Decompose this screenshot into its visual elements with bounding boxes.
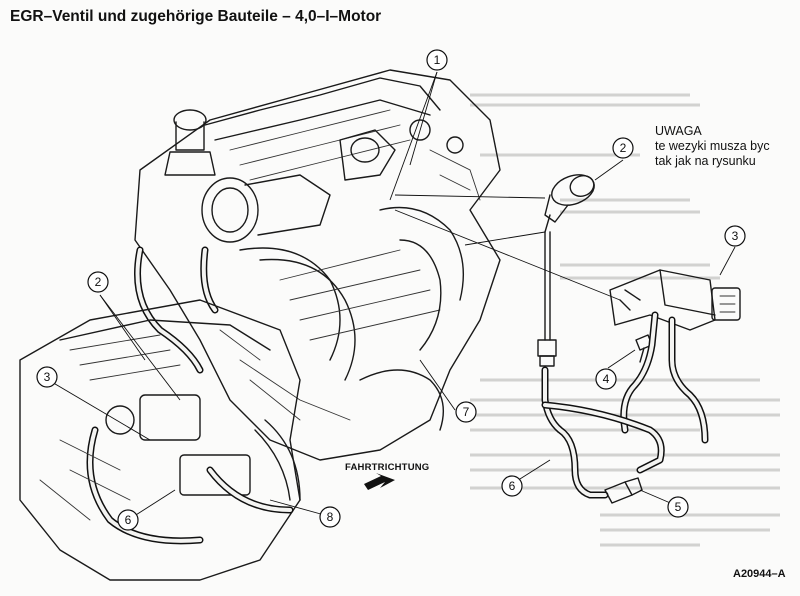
callout-3-inset: 3 bbox=[36, 366, 58, 388]
svg-text:6: 6 bbox=[509, 479, 516, 493]
svg-text:4: 4 bbox=[603, 372, 610, 386]
svg-text:7: 7 bbox=[463, 405, 470, 419]
callout-6-inset: 6 bbox=[117, 509, 139, 531]
egr-components-exploded bbox=[537, 174, 741, 504]
page-title: EGR–Ventil und zugehörige Bauteile – 4,0… bbox=[10, 8, 382, 25]
svg-text:2: 2 bbox=[620, 141, 627, 155]
svg-text:3: 3 bbox=[44, 370, 51, 384]
callout-leaders bbox=[44, 71, 736, 521]
callout-6-main: 6 bbox=[501, 475, 523, 497]
note-line-1: UWAGA bbox=[655, 124, 702, 138]
callouts: 1 2 3 4 5 6 7 2 3 6 8 bbox=[36, 49, 746, 531]
arrow-left-down-icon bbox=[364, 473, 395, 490]
figure-id: A20944–A bbox=[733, 568, 786, 580]
main-engine-illustration bbox=[134, 69, 501, 461]
bleed-through-lines bbox=[470, 93, 780, 547]
note-line-2: te wezyki musza byc bbox=[655, 139, 770, 153]
direction-label: FAHRTRICHTUNG bbox=[345, 462, 430, 473]
svg-text:6: 6 bbox=[125, 513, 132, 527]
callout-7: 7 bbox=[455, 401, 477, 423]
callout-5: 5 bbox=[667, 496, 689, 518]
callout-1: 1 bbox=[426, 49, 448, 71]
svg-text:5: 5 bbox=[675, 500, 682, 514]
svg-text:8: 8 bbox=[327, 510, 334, 524]
handwritten-note: UWAGA te wezyki musza byc tak jak na rys… bbox=[655, 124, 770, 169]
callout-2-main: 2 bbox=[612, 137, 634, 159]
inset-engine-illustration bbox=[19, 299, 301, 581]
svg-text:2: 2 bbox=[95, 275, 102, 289]
svg-text:1: 1 bbox=[434, 53, 441, 67]
callout-3-main: 3 bbox=[724, 225, 746, 247]
callout-2-inset: 2 bbox=[87, 271, 109, 293]
callout-4: 4 bbox=[595, 368, 617, 390]
note-line-3: tak jak na rysunku bbox=[655, 154, 756, 168]
callout-8: 8 bbox=[319, 506, 341, 528]
svg-text:3: 3 bbox=[732, 229, 739, 243]
